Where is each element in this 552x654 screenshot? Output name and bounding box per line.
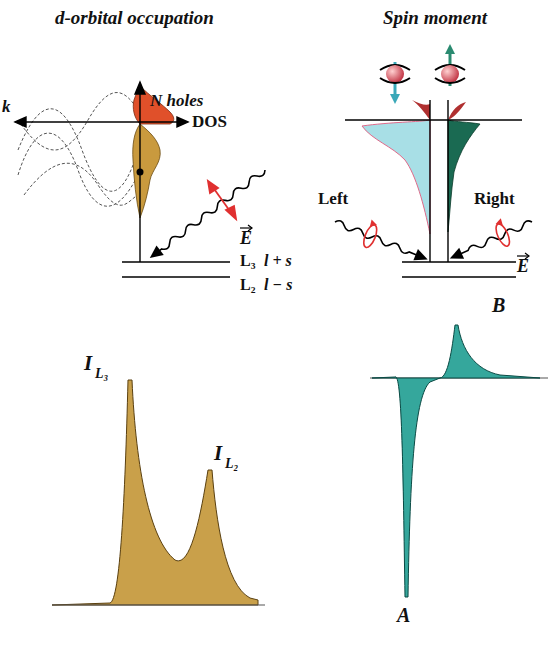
l2-level: [402, 276, 516, 278]
photon-wave: [460, 219, 534, 256]
intensity-subscript: L₃: [95, 366, 108, 381]
edge-label: L₂: [240, 276, 255, 294]
majority-dos: [448, 120, 480, 232]
photon-wave: [334, 219, 418, 258]
axis-label: N holes: [150, 92, 203, 111]
transition-line: [447, 100, 448, 262]
linear-polarization: [208, 181, 236, 219]
spin-spheres: [380, 44, 465, 104]
band-curve: [24, 163, 138, 205]
xmcd-peak-a: [372, 377, 440, 597]
l2-level: [122, 276, 230, 278]
band-curve: [18, 109, 138, 192]
xas-spectrum: [52, 380, 258, 605]
arrowhead: [135, 82, 145, 94]
rotation-arrow: [435, 78, 465, 83]
fermi-line: [345, 119, 522, 120]
circular-polarization: [493, 222, 512, 248]
field-label: E: [240, 229, 252, 249]
arrowhead: [494, 218, 503, 227]
arrowhead: [146, 245, 164, 262]
arrowhead: [447, 248, 464, 264]
arrowhead: [369, 220, 378, 229]
k-dos-axis: [22, 121, 182, 122]
l3-level: [402, 261, 516, 263]
core-levels: [402, 262, 516, 277]
arrowhead: [208, 181, 218, 193]
band-curve: [18, 93, 138, 151]
edge-label: L₃: [240, 252, 255, 270]
helicity-label: Left: [318, 190, 348, 209]
intensity-label: I: [84, 352, 92, 375]
photon: [331, 207, 434, 270]
baseline: [52, 604, 265, 605]
arrowhead: [177, 117, 188, 127]
peak-label: B: [492, 294, 505, 316]
l3-level: [122, 261, 230, 263]
electron-sphere: [386, 65, 404, 83]
minority-dos: [362, 120, 430, 234]
photon-wave: [157, 168, 267, 254]
edge-label: l − s: [264, 276, 292, 294]
minority-holes: [412, 100, 430, 120]
arrowhead: [390, 94, 400, 104]
state-dot: [137, 169, 144, 176]
band-curves: [18, 93, 138, 207]
arrowhead: [445, 44, 455, 54]
majority-holes: [448, 102, 466, 120]
axis-label: DOS: [192, 113, 227, 132]
axis-label: k: [2, 98, 11, 117]
band-curve: [18, 133, 138, 206]
column-heading: d-orbital occupation: [55, 8, 214, 29]
peak-label: A: [397, 604, 410, 626]
rotation-arrow: [380, 78, 410, 83]
electron-sphere: [441, 65, 459, 83]
arrowhead: [15, 117, 26, 127]
photon: [146, 165, 268, 263]
arrowhead: [226, 206, 236, 219]
occupied-dos: [133, 124, 161, 218]
helicity-label: Right: [474, 190, 515, 209]
intensity-subscript: L₂: [225, 456, 238, 471]
xmcd-peak-b: [440, 325, 540, 378]
edge-label: l + s: [264, 252, 292, 270]
arrowhead: [413, 249, 430, 265]
field-label: E: [517, 257, 529, 277]
transition-line: [429, 100, 430, 262]
energy-axis: [139, 92, 140, 262]
column-heading: Spin moment: [383, 8, 487, 29]
circular-polarization: [361, 223, 379, 249]
core-levels: [122, 262, 230, 277]
intensity-label: I: [214, 442, 222, 465]
